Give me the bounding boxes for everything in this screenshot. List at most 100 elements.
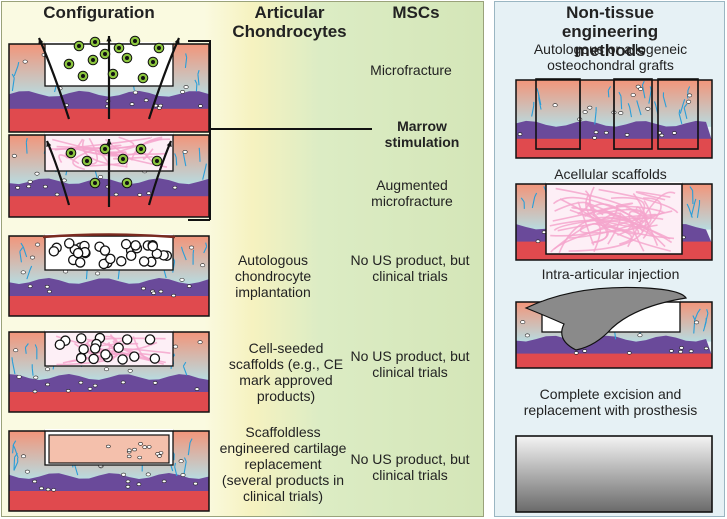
chondrocyte <box>106 444 111 449</box>
vessel <box>31 364 34 376</box>
bone-cell <box>120 380 126 385</box>
arrow-head <box>174 38 180 44</box>
vessel <box>187 438 193 456</box>
scaffold-fiber <box>88 137 98 165</box>
implanted-cell <box>113 342 124 354</box>
vessel <box>203 242 208 254</box>
chondrocyte <box>11 153 17 158</box>
chondrocyte <box>157 454 162 458</box>
scaffold-fiber <box>611 217 671 240</box>
bone-cell <box>627 351 632 355</box>
implanted-cell <box>144 334 156 345</box>
implanted-cell <box>130 240 141 251</box>
vessel <box>520 197 525 209</box>
scaffold-fiber <box>610 196 646 231</box>
bone-cell <box>593 130 599 134</box>
augmented-microfracture-label: Augmented microfracture <box>371 177 453 209</box>
chondrocyte <box>146 445 152 449</box>
vessel <box>627 103 633 118</box>
scaffoldless-chondrocyte-label: Scaffoldless engineered cartilage replac… <box>219 424 347 504</box>
scaffoldless-msc-label: No US product, but clinical trials <box>350 451 470 483</box>
implanted-cell <box>147 241 159 252</box>
implanted-cell <box>149 353 161 364</box>
vessel <box>174 153 178 166</box>
chondrocyte <box>137 455 143 460</box>
chondrocyte <box>520 320 526 324</box>
chondrocyte <box>121 472 127 477</box>
bone-cell <box>125 479 131 484</box>
vessel <box>607 86 612 98</box>
arrow-head <box>38 38 44 44</box>
scaffold-fiber <box>593 222 633 245</box>
chondrocyte <box>29 255 35 260</box>
bone-cell <box>151 291 157 295</box>
scaffold-fiber <box>550 205 619 237</box>
bone-layer <box>516 353 712 368</box>
bone-cell <box>517 132 523 136</box>
prosthesis-implant <box>515 435 713 513</box>
chondrocyte <box>183 85 189 89</box>
bone-layer <box>9 491 209 511</box>
implanted-cell <box>63 238 75 249</box>
bone-cell <box>669 349 674 353</box>
vessel <box>20 242 28 258</box>
implanted-cell <box>99 245 111 256</box>
chondrocyte <box>126 448 132 452</box>
bone-cell <box>679 346 684 350</box>
scaffold-fiber <box>642 197 662 231</box>
bone-cell <box>45 382 50 387</box>
osteochondral-grafts-diagram <box>515 78 713 159</box>
bone-cell <box>171 293 176 298</box>
chondrocyte <box>179 277 185 282</box>
arrow-head <box>106 139 112 145</box>
scaffold-fiber <box>56 136 135 149</box>
vessel <box>690 198 697 217</box>
vessel <box>202 163 207 180</box>
bone-cell <box>39 486 44 491</box>
injected-material <box>524 286 687 351</box>
scaffold-fiber <box>585 193 671 252</box>
bone-cell <box>603 130 609 135</box>
chondrocyte <box>552 103 558 108</box>
vessel <box>11 357 16 375</box>
chondrocyte <box>95 271 101 276</box>
vessel <box>536 88 542 106</box>
vessel <box>694 308 701 321</box>
implanted-cell <box>116 256 127 267</box>
arrow <box>147 37 181 120</box>
chondrocyte <box>524 333 530 338</box>
bracket-bottom <box>188 219 210 221</box>
chondrocyte <box>34 171 40 176</box>
implanted-cell <box>129 351 140 362</box>
arrow-head <box>166 141 172 147</box>
vessel <box>678 109 683 125</box>
bone-cell <box>582 349 588 353</box>
chondrocyte <box>45 367 51 372</box>
vessel <box>689 186 694 204</box>
arrow-head <box>106 36 112 42</box>
non-tissue-engineering-header: Non-tissue engineering methods <box>561 3 659 60</box>
cell-seeded-msc-label: No US product, but clinical trials <box>350 348 470 380</box>
chondrocyte <box>582 110 588 114</box>
implanted-cell <box>74 257 86 268</box>
chondrocyte <box>98 175 104 179</box>
cell-seeded-scaffold-diagram <box>8 330 210 413</box>
bone-cell <box>152 381 158 385</box>
vessel <box>594 107 597 125</box>
bone-cell <box>624 133 630 137</box>
bone-cell <box>198 104 203 108</box>
chondrocyte <box>180 89 186 94</box>
chondrocyte <box>22 59 28 64</box>
excision-prosthesis-label: Complete excision and replacement with p… <box>523 386 698 418</box>
chondrocyte <box>33 375 39 380</box>
mscs-header: MSCs <box>392 3 440 22</box>
chondrocyte <box>132 447 137 452</box>
chondrocyte <box>694 320 700 325</box>
vessel <box>180 246 187 261</box>
implanted-cell <box>105 253 116 265</box>
vessel <box>183 457 187 474</box>
chondrocyte <box>20 454 26 459</box>
implanted-cell <box>54 339 66 350</box>
bone-cell <box>158 289 164 294</box>
bracket-vertical <box>209 40 211 220</box>
